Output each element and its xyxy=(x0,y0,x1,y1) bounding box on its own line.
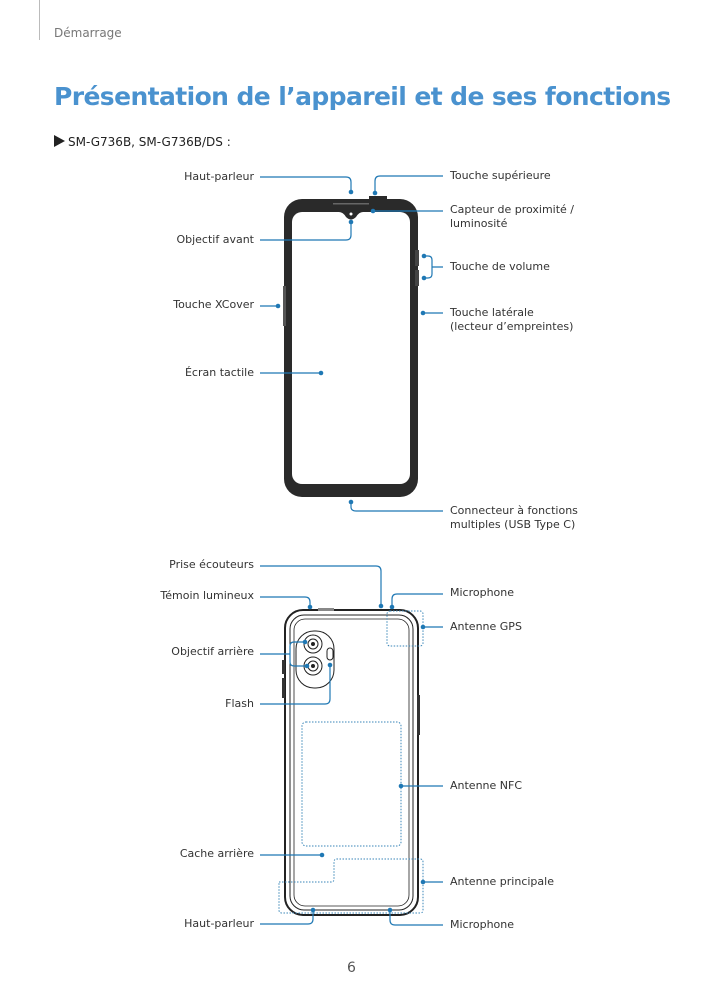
back-phone xyxy=(282,608,420,916)
label-microphone-top: Microphone xyxy=(450,586,515,599)
label-rear-camera: Objectif arrière xyxy=(171,645,254,658)
triangle-bullet-icon xyxy=(54,135,65,147)
label-microphone-bottom: Microphone xyxy=(450,918,515,931)
front-phone xyxy=(283,196,419,497)
label-touchscreen: Écran tactile xyxy=(184,366,254,379)
label-speaker-front: Haut-parleur xyxy=(184,170,254,183)
section-header: Démarrage xyxy=(54,26,122,40)
label-volume-key: Touche de volume xyxy=(450,260,550,273)
model-text: SM-G736B, SM-G736B/DS : xyxy=(68,135,231,149)
main-antenna-region xyxy=(278,858,424,914)
label-back-cover: Cache arrière xyxy=(179,847,254,860)
callout-lines xyxy=(260,175,443,926)
label-side-key: Touche latérale (lecteur d’empreintes) xyxy=(450,306,574,333)
label-usb-connector: Connecteur à fonctions multiples (USB Ty… xyxy=(450,504,578,531)
label-xcover-key: Touche XCover xyxy=(173,298,254,311)
label-top-key: Touche supérieure xyxy=(450,169,551,182)
page-number: 6 xyxy=(347,960,356,976)
model-line: SM-G736B, SM-G736B/DS : xyxy=(54,135,231,149)
label-nfc-antenna: Antenne NFC xyxy=(450,779,523,792)
label-main-antenna: Antenne principale xyxy=(450,875,554,888)
margin-rule xyxy=(39,0,40,40)
page-title: Présentation de l’appareil et de ses fon… xyxy=(54,82,671,111)
label-gps-antenna: Antenne GPS xyxy=(450,620,522,633)
label-speaker-back: Haut-parleur xyxy=(184,917,254,930)
nfc-antenna-region xyxy=(301,721,402,847)
label-flash: Flash xyxy=(225,697,254,710)
label-earphone-jack: Prise écouteurs xyxy=(169,558,254,571)
label-indicator-light: Témoin lumineux xyxy=(160,589,254,602)
label-front-camera: Objectif avant xyxy=(176,233,254,246)
antenna-regions xyxy=(278,610,424,914)
callout-dots xyxy=(275,189,427,913)
label-proximity-sensor: Capteur de proximité / luminosité xyxy=(450,203,574,230)
